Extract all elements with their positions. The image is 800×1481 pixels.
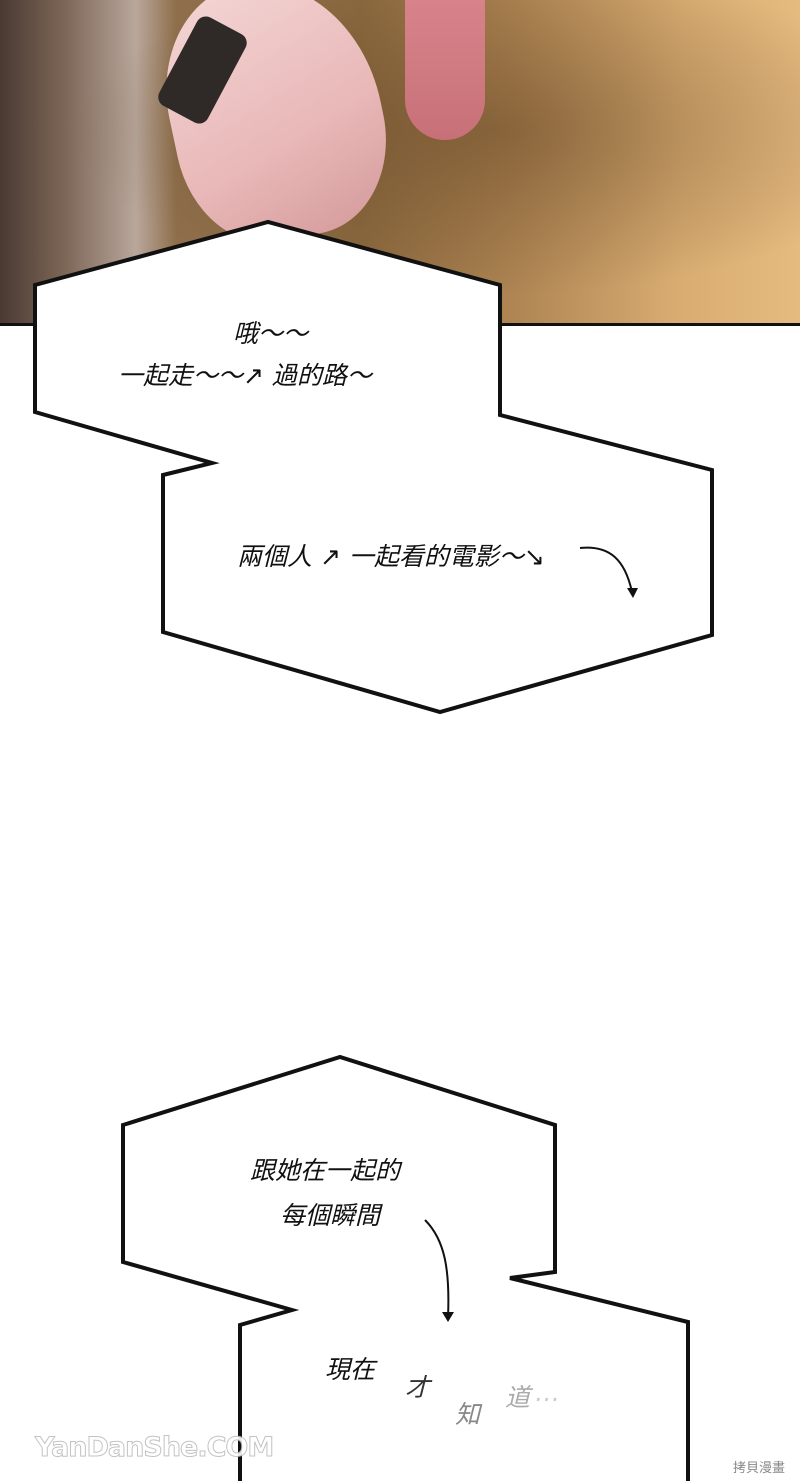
dialogue-char: 現在 [325, 1355, 376, 1384]
dialogue-char: 道 [505, 1383, 531, 1412]
dialogue-line: 一起走～～↗ 過的路～ [118, 361, 372, 390]
speech-bubble-1-2 [33, 219, 714, 715]
character-face [405, 0, 485, 140]
arrow-squiggle [579, 546, 633, 593]
dialogue-line: 跟她在一起的 [250, 1156, 401, 1185]
corner-watermark: 拷貝漫畫 [733, 1461, 786, 1476]
arrow-head [442, 1312, 454, 1322]
watermark: YanDanShe.COM [34, 1432, 274, 1464]
dialogue-line: 哦～～ [233, 319, 309, 348]
speech-bubble-3 [121, 1054, 690, 1481]
arrow-head [627, 588, 638, 598]
arrow-squiggle [424, 1219, 450, 1319]
dialogue-char: … [535, 1378, 560, 1407]
dialogue-char: 知 [455, 1400, 481, 1429]
dialogue-char: 才 [405, 1373, 431, 1402]
dialogue-line: 每個瞬間 [280, 1201, 381, 1230]
dialogue-line: 兩個人 ↗ 一起看的電影～↘ [237, 542, 545, 571]
